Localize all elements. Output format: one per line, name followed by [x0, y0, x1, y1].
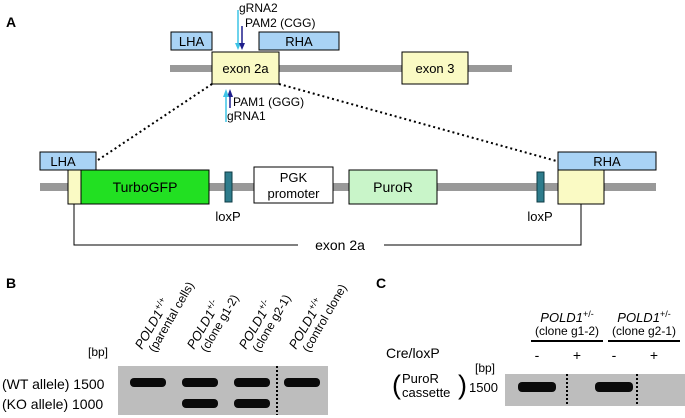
gel-b-bands [130, 378, 320, 408]
group-2-lane-1-sign: - [612, 347, 617, 363]
group-1-lane-1-sign: - [535, 347, 540, 363]
construct-backbone [40, 183, 656, 191]
group-2-gene: POLD1 [617, 310, 660, 325]
loxp-left-box [224, 171, 233, 203]
top-exon3-box [401, 51, 469, 85]
pgk-label-line2: promoter [267, 186, 320, 201]
top-rha-label: RHA [285, 34, 313, 49]
group-1-desc: (clone g1-2) [535, 324, 599, 338]
puror-cassette-line2: cassette [402, 385, 450, 400]
gel-c-bands [518, 382, 633, 392]
panel-b-lane-headers: POLD1+/+(parental cells)POLD1+/-(clone g… [132, 279, 350, 354]
genomic-locus: LHA RHA exon 2a exon 3 gRNA2 PAM2 (CGG) … [170, 1, 512, 123]
band-lane2-ko [182, 399, 218, 408]
row-label-1: (WT allele) 1500 [2, 376, 105, 392]
pam1-arrowhead [227, 89, 233, 97]
bracket-label-bg [298, 236, 384, 254]
pgk-label-line1: PGK [280, 170, 308, 185]
panel-b-label: B [6, 275, 16, 291]
puror-label: PuroR [373, 179, 413, 195]
gel-b [118, 366, 328, 415]
top-lha-box [170, 31, 213, 51]
panel-a-label: A [6, 14, 16, 30]
group-2-genotype: +/- [660, 309, 671, 319]
top-exon2a-label: exon 2a [222, 61, 269, 76]
construct-lha-label: LHA [50, 154, 76, 169]
turbogfp-box [80, 169, 210, 205]
puror-paren-right: ) [458, 370, 467, 400]
puror-cassette-line1: PuroR [402, 371, 439, 386]
puror-box [348, 169, 438, 205]
panel-c-bp: [bp] [475, 361, 495, 375]
band-group2-lane1 [595, 382, 633, 392]
construct-exon-right [557, 169, 605, 205]
panel-b-row-labels: (WT allele) 1500 (KO allele) 1000 [2, 376, 105, 412]
group-2-lane-2-sign: + [650, 347, 658, 363]
turbogfp-label: TurboGFP [113, 179, 178, 195]
bracket-label: exon 2a [315, 237, 365, 253]
row-label-2: (KO allele) 1000 [2, 396, 103, 412]
grna1-label: gRNA1 [227, 109, 266, 123]
group-2-gene-label: POLD1+/- [617, 309, 670, 325]
locus-backbone [170, 65, 512, 72]
group-2-desc: (clone g2-1) [612, 324, 676, 338]
pam1-label: PAM1 (GGG) [233, 95, 304, 109]
construct-rha-label: RHA [593, 154, 621, 169]
band-lane2-wt [182, 378, 218, 387]
group-1-genotype: +/- [583, 309, 594, 319]
top-exon3-label: exon 3 [415, 61, 454, 76]
puror-paren-left: ( [392, 370, 401, 400]
construct-rha-box [557, 151, 657, 171]
top-rha-box [258, 31, 340, 51]
group-1-gene-label: POLD1+/- [540, 309, 593, 325]
band-lane3-ko [234, 399, 270, 408]
pam2-label: PAM2 (CGG) [245, 16, 315, 30]
panel-c-size: 1500 [469, 380, 498, 395]
targeting-construct: LHA TurboGFP loxP PGK promoter PuroR lox… [39, 151, 657, 254]
band-group1-lane1 [518, 382, 556, 392]
grna2-arrowhead [235, 43, 241, 50]
panel-c-label: C [376, 275, 386, 291]
band-lane4-wt [284, 378, 320, 387]
loxp-right-box [536, 171, 545, 203]
lane-3-genotype: +/- [256, 297, 270, 311]
panel-b-bp: [bp] [88, 345, 108, 359]
group-1-gene: POLD1 [540, 310, 583, 325]
loxp-left-label: loxP [215, 209, 240, 224]
top-lha-label: LHA [179, 34, 205, 49]
pgk-promoter-box [253, 166, 334, 204]
panel-c-lane-signs: - + - + [535, 347, 658, 363]
panel-c-group-headers: POLD1+/-(clone g1-2)POLD1+/-(clone g2-1) [531, 309, 680, 342]
group-1-lane-2-sign: + [573, 347, 581, 363]
lane-2-genotype: +/- [204, 297, 218, 311]
connector-right [278, 83, 597, 173]
grna2-label: gRNA2 [239, 1, 278, 15]
top-exon2a-box [211, 51, 280, 85]
band-lane1-wt [130, 378, 166, 387]
pam2-arrowhead [239, 43, 245, 50]
connector-left [79, 83, 213, 173]
cre-loxp-label: Cre/loxP [386, 345, 440, 361]
band-lane3-wt [234, 378, 270, 387]
loxp-right-label: loxP [527, 209, 552, 224]
grna1-arrowhead [223, 89, 229, 97]
construct-exon-left [67, 169, 82, 205]
